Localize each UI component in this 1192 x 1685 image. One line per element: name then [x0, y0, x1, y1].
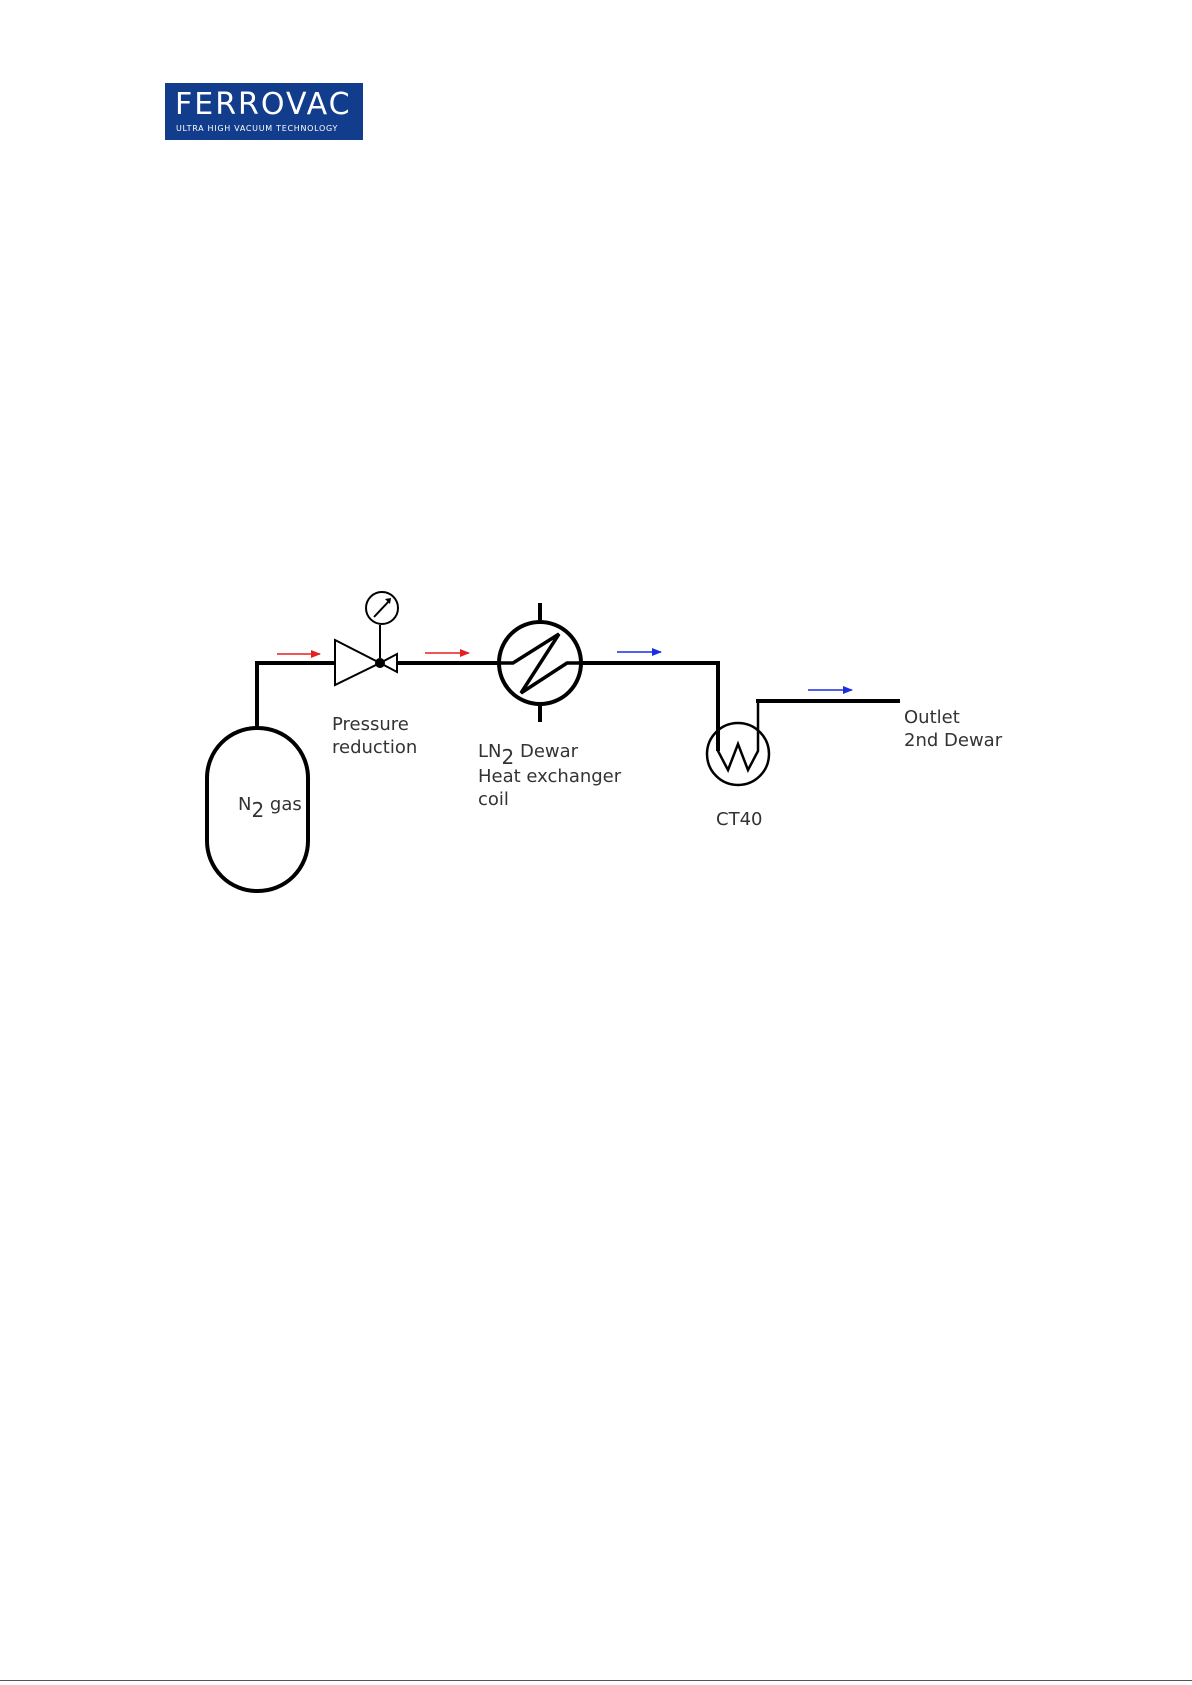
pressure-reduction-label-line2: reduction — [332, 737, 417, 758]
pressure-reduction-label-line1: Pressure — [332, 714, 409, 735]
dewar-label-line2: Heat exchanger — [478, 766, 622, 787]
pipe-outlet — [758, 701, 900, 703]
n2-gas-label: N2 gas — [238, 794, 302, 822]
dewar-label-line3: coil — [478, 789, 509, 810]
ln2-heat-exchanger — [498, 603, 582, 722]
pressure-gauge-icon — [366, 592, 398, 624]
dewar-label-line1: LN2 Dewar — [478, 741, 579, 769]
outlet-label-line1: Outlet — [904, 707, 960, 728]
pipe-cylinder-to-valve — [257, 663, 335, 728]
outlet-label-line2: 2nd Dewar — [904, 730, 1003, 751]
pipe-exchanger-to-ct40 — [582, 663, 718, 751]
ct40-label: CT40 — [716, 809, 762, 830]
page-bottom-rule — [0, 1680, 1192, 1681]
pressure-reduction-valve — [335, 625, 397, 685]
